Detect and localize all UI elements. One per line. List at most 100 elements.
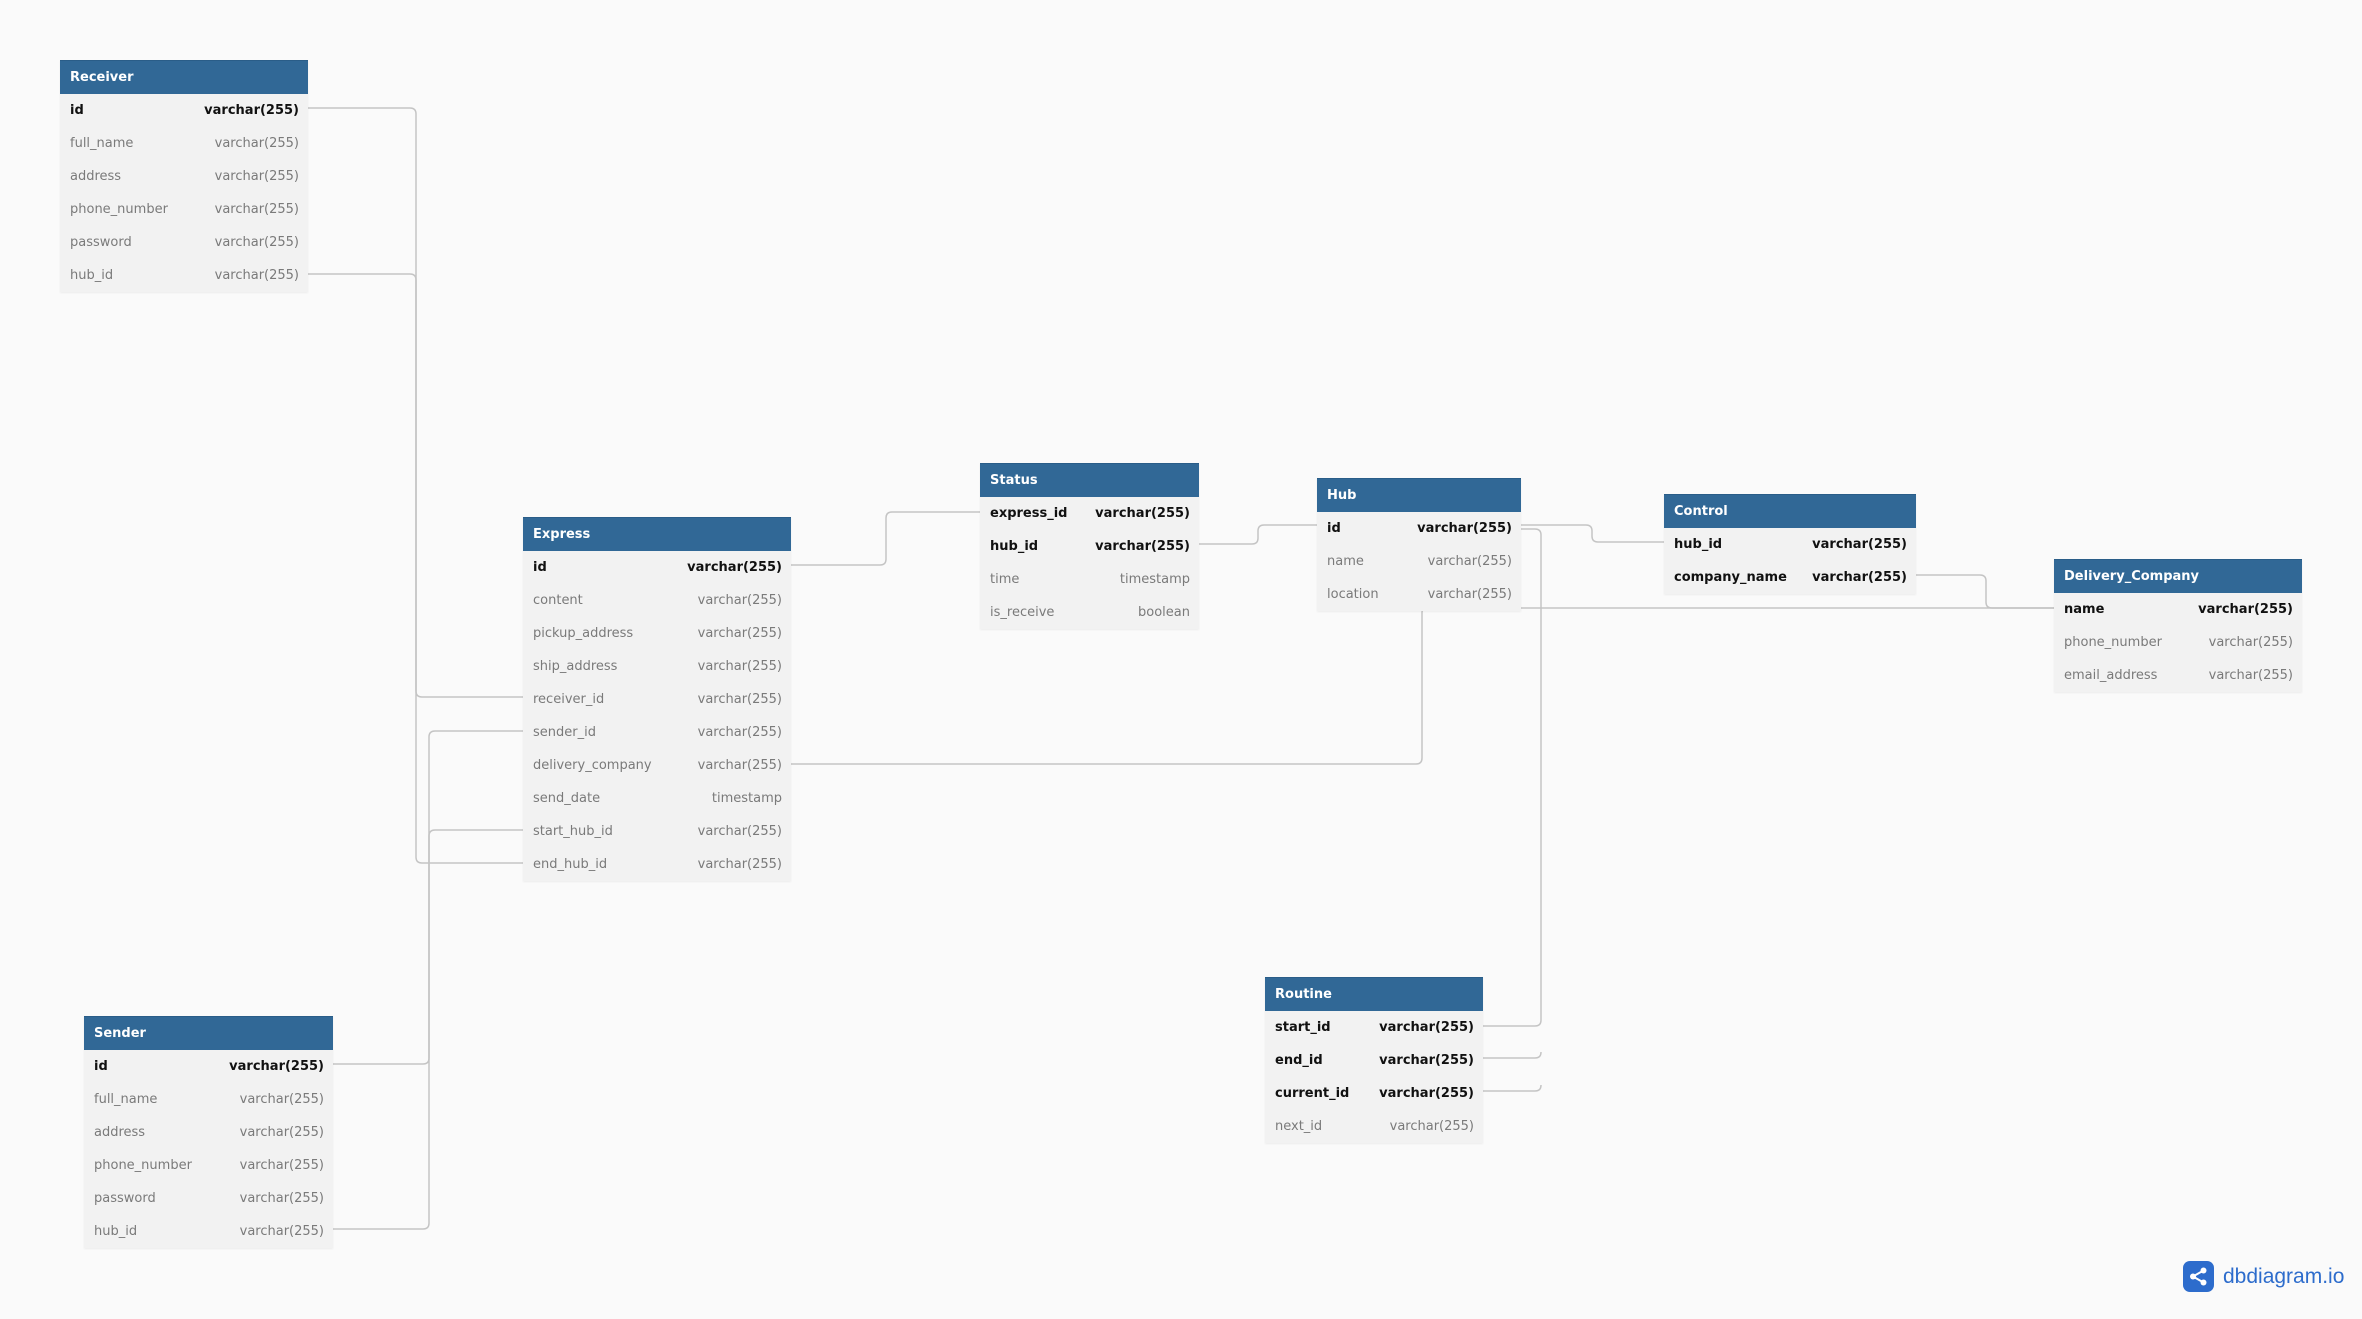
column-type: varchar(255) xyxy=(1427,587,1512,602)
column-type: varchar(255) xyxy=(1812,537,1907,552)
column-name: id xyxy=(533,560,547,575)
table-header[interactable]: Hub xyxy=(1317,478,1521,512)
column-row[interactable]: address varchar(255) xyxy=(84,1116,333,1149)
column-name: end_hub_id xyxy=(533,857,608,872)
column-name: id xyxy=(94,1059,108,1074)
column-type: varchar(255) xyxy=(1379,1086,1474,1101)
column-type: varchar(255) xyxy=(697,692,782,707)
column-type: varchar(255) xyxy=(697,824,782,839)
column-row[interactable]: current_id varchar(255) xyxy=(1265,1077,1483,1110)
column-name: phone_number xyxy=(2064,635,2162,650)
column-name: name xyxy=(2064,602,2105,617)
column-type: varchar(255) xyxy=(2208,635,2293,650)
column-row[interactable]: password varchar(255) xyxy=(84,1182,333,1215)
column-name: is_receive xyxy=(990,605,1055,620)
column-row[interactable]: phone_number varchar(255) xyxy=(2054,626,2302,659)
column-type: varchar(255) xyxy=(239,1092,324,1107)
column-name: time xyxy=(990,572,1020,587)
column-name: company_name xyxy=(1674,570,1787,585)
column-name: content xyxy=(533,593,583,608)
table-header[interactable]: Sender xyxy=(84,1016,333,1050)
table-header[interactable]: Routine xyxy=(1265,977,1483,1011)
column-name: next_id xyxy=(1275,1119,1323,1134)
column-type: varchar(255) xyxy=(239,1191,324,1206)
column-name: full_name xyxy=(94,1092,158,1107)
column-name: current_id xyxy=(1275,1086,1350,1101)
dbdiagram-brand[interactable]: dbdiagram.io xyxy=(2183,1261,2344,1292)
column-row[interactable]: start_hub_id varchar(255) xyxy=(523,815,791,848)
column-name: address xyxy=(94,1125,146,1140)
table-header[interactable]: Express xyxy=(523,517,791,551)
column-row[interactable]: name varchar(255) xyxy=(2054,593,2302,626)
column-type: varchar(255) xyxy=(697,857,782,872)
relation-routine-current_id-hub-id xyxy=(1483,1084,1542,1092)
table-header[interactable]: Receiver xyxy=(60,60,308,94)
column-type: varchar(255) xyxy=(697,626,782,641)
column-type: varchar(255) xyxy=(1095,506,1190,521)
column-type: varchar(255) xyxy=(214,235,299,250)
column-type: varchar(255) xyxy=(214,169,299,184)
column-type: boolean xyxy=(1138,605,1190,620)
column-type: varchar(255) xyxy=(239,1125,324,1140)
column-type: varchar(255) xyxy=(239,1158,324,1173)
column-name: start_hub_id xyxy=(533,824,613,839)
column-name: email_address xyxy=(2064,668,2158,683)
column-type: varchar(255) xyxy=(1379,1020,1474,1035)
column-type: varchar(255) xyxy=(2198,602,2293,617)
column-name: phone_number xyxy=(70,202,168,217)
column-name: password xyxy=(94,1191,156,1206)
column-name: hub_id xyxy=(990,539,1039,554)
column-name: password xyxy=(70,235,132,250)
column-row[interactable]: password varchar(255) xyxy=(60,226,308,259)
column-row[interactable]: full_name varchar(255) xyxy=(84,1083,333,1116)
column-row[interactable]: is_receive boolean xyxy=(980,596,1199,629)
column-name: full_name xyxy=(70,136,134,151)
table-header[interactable]: Delivery_Company xyxy=(2054,559,2302,593)
column-name: sender_id xyxy=(533,725,596,740)
column-type: varchar(255) xyxy=(697,659,782,674)
table-header[interactable]: Control xyxy=(1664,494,1916,528)
column-type: varchar(255) xyxy=(1427,554,1512,569)
column-name: send_date xyxy=(533,791,601,806)
column-row[interactable]: end_hub_id varchar(255) xyxy=(523,848,791,881)
relation-express-end_hub_id-receiver-hub_id xyxy=(307,273,524,864)
table-header[interactable]: Status xyxy=(980,463,1199,497)
